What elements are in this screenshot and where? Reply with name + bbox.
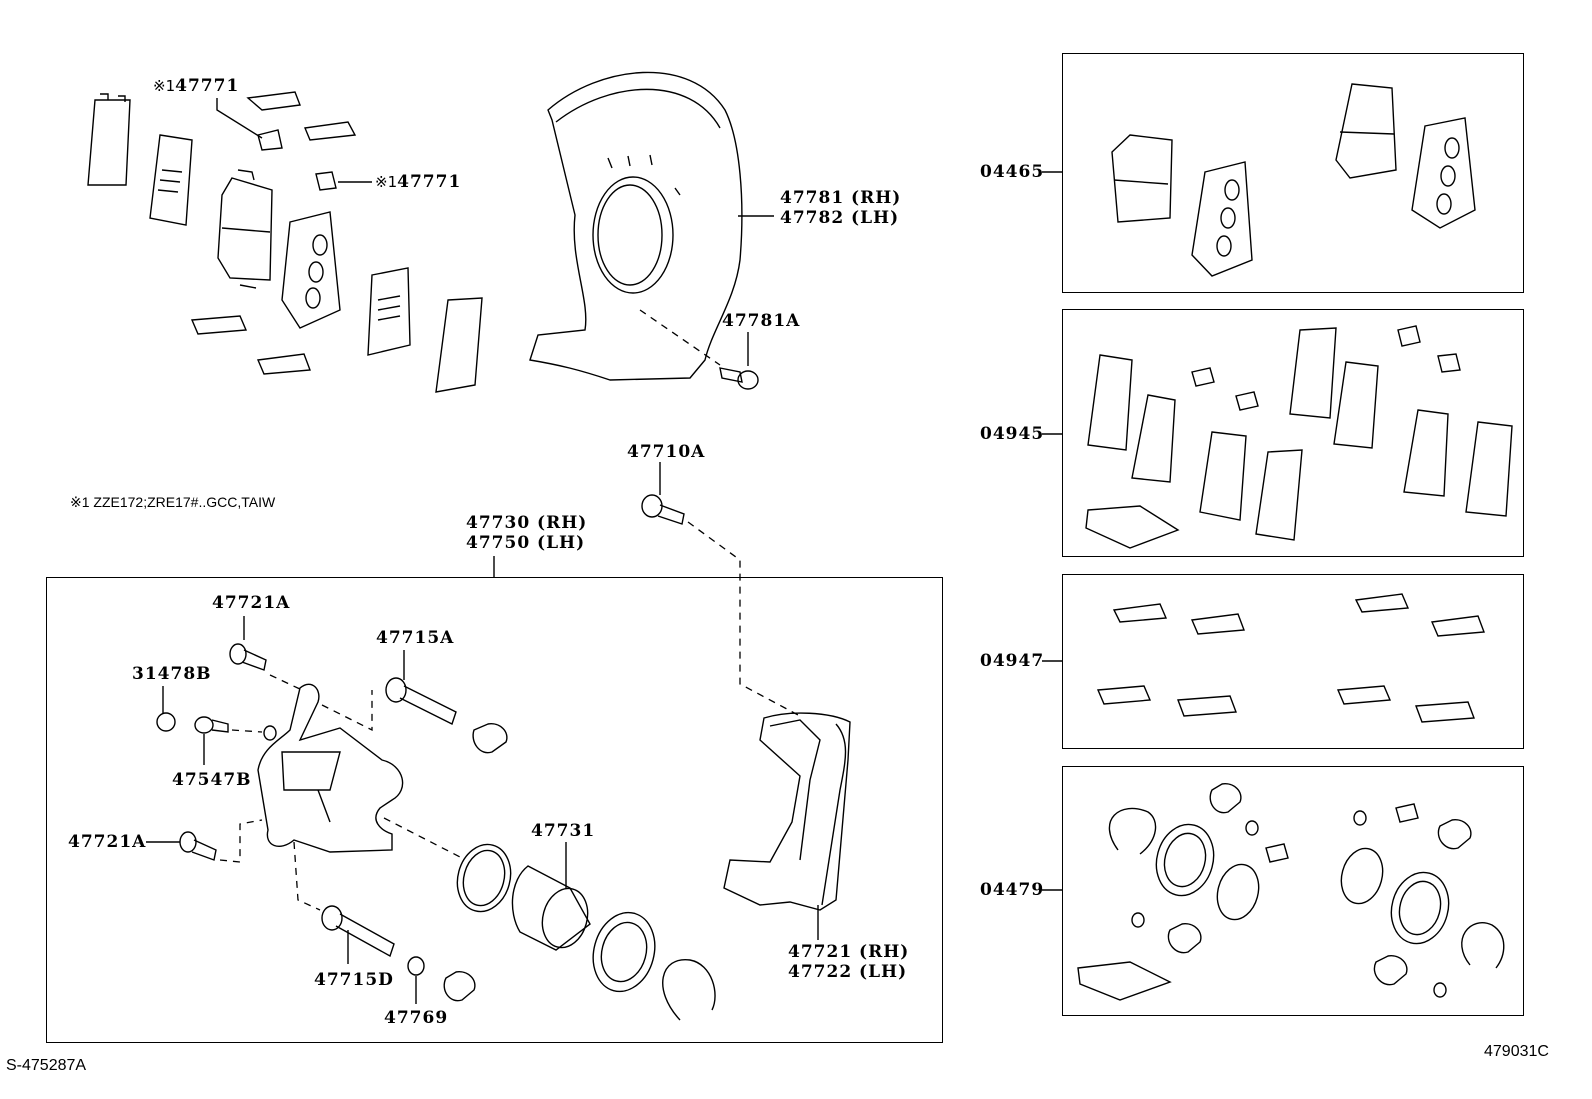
- caliper-body: [257, 683, 404, 853]
- callout-guide-pin-lower[interactable]: 47715D: [314, 970, 394, 990]
- piston-seal-inner: [462, 849, 506, 907]
- kit-label-04465[interactable]: 04465: [980, 162, 1045, 182]
- pad-support-clips: [190, 91, 357, 375]
- dust-cover-bolt: [719, 367, 759, 390]
- part-number-rh: 47721 (RH): [788, 942, 910, 962]
- piston-seal: [456, 843, 512, 913]
- kit-04947-clips: [1096, 593, 1485, 723]
- bolt-upper: [229, 643, 267, 671]
- guide-pin-lower: [321, 905, 395, 958]
- kit-04465-frame: [1062, 53, 1524, 293]
- dash-bolt-to-mounting: [687, 521, 801, 717]
- part-number-lh: 47782 (LH): [780, 208, 900, 228]
- caliper-mounting: [723, 712, 851, 911]
- brake-pad-inner: [281, 211, 341, 329]
- kit-label-04479[interactable]: 04479: [980, 880, 1045, 900]
- dash-bolt-lower: [219, 819, 263, 863]
- dash-guide-pin-upper: [321, 690, 373, 732]
- leader-dust-cover-bolt: [639, 309, 721, 366]
- callout-caliper-assy[interactable]: 47730 (RH) 47750 (LH): [466, 513, 587, 553]
- illustration-code-right: 479031C: [1484, 1043, 1549, 1060]
- set-ring: [662, 959, 716, 1021]
- callout-dust-cover[interactable]: 47781 (RH) 47782 (LH): [780, 188, 901, 228]
- caliper-assembly-frame: [46, 577, 943, 1043]
- part-number: 47771: [175, 76, 240, 96]
- kit-04479-cylinder-parts: [1077, 783, 1505, 1001]
- callout-bleeder-cap[interactable]: 31478B: [132, 664, 212, 684]
- kit-04465-pads: [1111, 83, 1476, 277]
- part-number-rh: 47781 (RH): [780, 188, 902, 208]
- kit-04479-frame: [1062, 766, 1524, 1016]
- callout-guide-pin-upper[interactable]: 47715A: [376, 628, 455, 648]
- kit-label-04945[interactable]: 04945: [980, 424, 1045, 444]
- boot-upper: [472, 723, 508, 754]
- part-number-lh: 47750 (LH): [466, 533, 586, 553]
- disc-brake-dust-cover: [529, 71, 743, 381]
- brake-pad-outer: [217, 169, 273, 289]
- part-number-rh: 47730 (RH): [466, 513, 588, 533]
- leader-clip-upper: [216, 98, 263, 139]
- anti-squeal-shim-right-1: [367, 267, 411, 356]
- boot-lower: [443, 971, 476, 1002]
- callout-mounting[interactable]: 47721 (RH) 47722 (LH): [788, 942, 909, 982]
- kit-04947-frame: [1062, 574, 1524, 749]
- dash-guide-pin-lower: [293, 841, 321, 911]
- callout-bleeder-plug[interactable]: 47547B: [172, 770, 252, 790]
- kit-label-04947[interactable]: 04947: [980, 651, 1045, 671]
- anti-squeal-shim-inner-left: [149, 134, 193, 226]
- part-number-lh: 47722 (LH): [788, 962, 908, 982]
- bushing: [407, 956, 425, 976]
- dash-bleeder: [231, 729, 263, 733]
- callout-clip-upper[interactable]: ※147771: [153, 76, 239, 96]
- mounting-bolt: [641, 494, 685, 525]
- callout-clip-middle[interactable]: ※147771: [375, 172, 461, 192]
- callout-bolt-lower[interactable]: 47721A: [68, 832, 147, 852]
- anti-squeal-shim-right-2: [435, 297, 483, 393]
- piston-boot: [592, 911, 656, 993]
- kit-04945-shims: [1085, 325, 1513, 549]
- bolt-lower: [179, 831, 217, 861]
- callout-bushing[interactable]: 47769: [384, 1008, 449, 1028]
- callout-bolt-upper[interactable]: 47721A: [212, 593, 291, 613]
- footnote-mark: ※1: [375, 173, 398, 191]
- bleeder-plug: [194, 716, 229, 734]
- dash-bolt-upper: [269, 674, 303, 691]
- dash-caliper-to-seal: [383, 817, 463, 859]
- kit-04945-frame: [1062, 309, 1524, 557]
- piston: [511, 865, 591, 951]
- callout-dust-cover-bolt[interactable]: 47781A: [722, 311, 801, 331]
- anti-squeal-shim-outer-left: [87, 93, 131, 186]
- part-number: 47771: [397, 172, 462, 192]
- guide-pin-upper: [385, 677, 457, 725]
- piston-boot-inner: [600, 921, 648, 983]
- callout-mounting-bolt[interactable]: 47710A: [627, 442, 706, 462]
- illustration-code-left: S-475287A: [6, 1057, 87, 1074]
- footnote-mark: ※1: [153, 77, 176, 95]
- bleeder-cap: [156, 712, 176, 732]
- callout-piston[interactable]: 47731: [531, 821, 596, 841]
- footnote: ※1 ZZE172;ZRE17#..GCC,TAIW: [70, 494, 276, 510]
